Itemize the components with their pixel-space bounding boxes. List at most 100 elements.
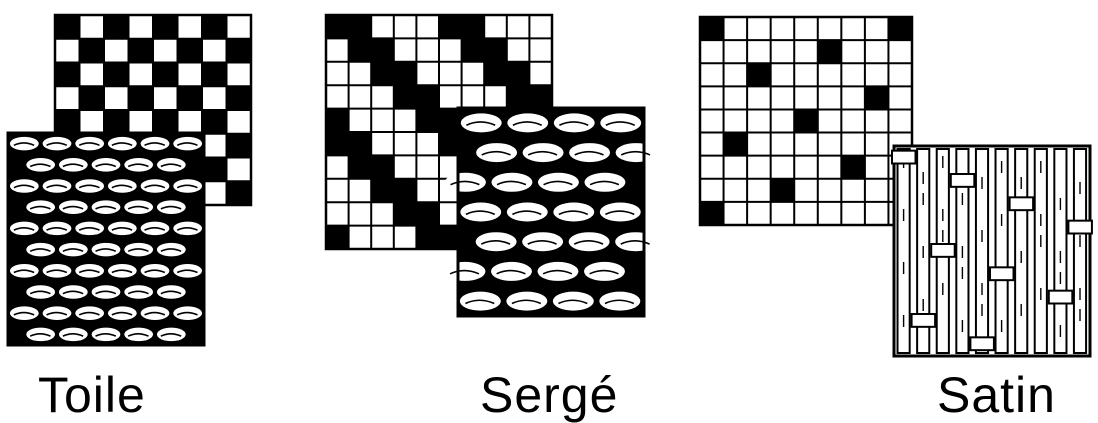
yarn-float xyxy=(538,173,579,192)
grid-cell-filled xyxy=(55,110,80,134)
warp-float xyxy=(1074,149,1086,353)
grid-cell-filled xyxy=(371,155,394,179)
yarn-float xyxy=(506,292,547,311)
yarn-float xyxy=(476,143,517,162)
grid-cell-filled xyxy=(55,15,80,39)
grid-cell-filled xyxy=(529,85,552,109)
grid-cell-filled xyxy=(129,86,154,110)
caption-serge: Sergé xyxy=(480,370,618,420)
grid-cell-filled xyxy=(416,226,439,250)
yarn-float xyxy=(615,232,656,251)
grid-cell-filled xyxy=(416,85,439,109)
yarn-float xyxy=(616,143,657,162)
weft-float xyxy=(1049,291,1073,304)
yarn-float xyxy=(460,202,501,221)
yarn-float xyxy=(584,173,625,192)
grid-cell-filled xyxy=(227,86,252,110)
grid-cell-filled xyxy=(462,38,485,62)
grid-cell-filled xyxy=(771,179,795,203)
grid-cell-filled xyxy=(202,15,227,39)
grid-cell-filled xyxy=(202,110,227,134)
yarn-float xyxy=(584,262,625,281)
grid-cell-filled xyxy=(202,158,227,182)
grid-cell-filled xyxy=(153,110,178,134)
grid-cell-filled xyxy=(104,63,129,87)
grid-cell-filled xyxy=(202,63,227,87)
grid-cell-filled xyxy=(153,63,178,87)
grid-cell-filled xyxy=(326,109,349,133)
toile-fabric xyxy=(8,133,204,345)
weft-float xyxy=(892,151,916,164)
grid-cell-filled xyxy=(227,134,252,158)
grid-cell-filled xyxy=(80,86,105,110)
satin-fabric xyxy=(892,146,1092,356)
grid-cell-filled xyxy=(507,85,530,109)
grid-cell-filled xyxy=(326,132,349,156)
yarn-float xyxy=(491,262,532,281)
yarn-float xyxy=(600,202,641,221)
grid-cell-filled xyxy=(747,63,771,87)
grid-cell-filled xyxy=(153,15,178,39)
grid-cell-filled xyxy=(416,202,439,226)
grid-cell-filled xyxy=(462,15,485,39)
grid-cell-filled xyxy=(416,109,439,133)
grid-cell-filled xyxy=(104,15,129,39)
yarn-float xyxy=(445,173,486,192)
yarn-float xyxy=(491,173,532,192)
grid-cell-filled xyxy=(439,15,462,39)
grid-cell-filled xyxy=(227,39,252,63)
grid-cell-filled xyxy=(841,156,865,180)
grid-cell-filled xyxy=(724,133,748,157)
weft-float xyxy=(912,314,936,327)
grid-cell-filled xyxy=(104,110,129,134)
grid-cell-filled xyxy=(394,85,417,109)
yarn-float xyxy=(476,232,517,251)
yarn-float xyxy=(554,113,595,132)
grid-cell-filled xyxy=(349,155,372,179)
grid-cell-filled xyxy=(818,40,842,64)
yarn-float xyxy=(553,202,594,221)
grid-cell-filled xyxy=(227,181,252,205)
grid-cell-filled xyxy=(371,179,394,203)
grid-cell-filled xyxy=(371,38,394,62)
grid-cell-filled xyxy=(178,86,203,110)
yarn-float xyxy=(507,202,548,221)
yarn-float xyxy=(461,113,502,132)
weft-float xyxy=(1068,221,1092,234)
weft-float xyxy=(1010,197,1034,210)
yarn-float xyxy=(569,232,610,251)
yarn-float xyxy=(507,113,548,132)
grid-cell-filled xyxy=(700,17,724,41)
grid-cell-filled xyxy=(394,179,417,203)
weft-float xyxy=(931,244,955,257)
grid-cell-filled xyxy=(507,62,530,86)
grid-cell-filled xyxy=(55,63,80,87)
yarn-float xyxy=(523,143,564,162)
grid-cell-filled xyxy=(394,202,417,226)
grid-cell-filled xyxy=(349,132,372,156)
yarn-float xyxy=(600,113,641,132)
grid-cell-filled xyxy=(349,15,372,39)
grid-cell-filled xyxy=(794,109,818,133)
yarn-float xyxy=(599,292,640,311)
grid-cell-filled xyxy=(326,226,349,250)
yarn-float xyxy=(538,262,579,281)
satin-grid xyxy=(700,17,912,225)
weft-float xyxy=(970,337,994,350)
caption-satin: Satin xyxy=(937,370,1056,420)
yarn-float xyxy=(445,262,486,281)
grid-cell-filled xyxy=(178,39,203,63)
yarn-float xyxy=(553,292,594,311)
warp-float xyxy=(1035,149,1047,353)
grid-cell-filled xyxy=(129,39,154,63)
serge-fabric xyxy=(445,108,657,316)
grid-cell-filled xyxy=(865,86,889,110)
grid-cell-filled xyxy=(888,17,912,41)
grid-cell-filled xyxy=(394,62,417,86)
grid-cell-filled xyxy=(484,62,507,86)
weft-float xyxy=(990,267,1014,280)
grid-cell-filled xyxy=(80,39,105,63)
caption-toile: Toile xyxy=(38,370,146,420)
grid-cell-filled xyxy=(349,38,372,62)
